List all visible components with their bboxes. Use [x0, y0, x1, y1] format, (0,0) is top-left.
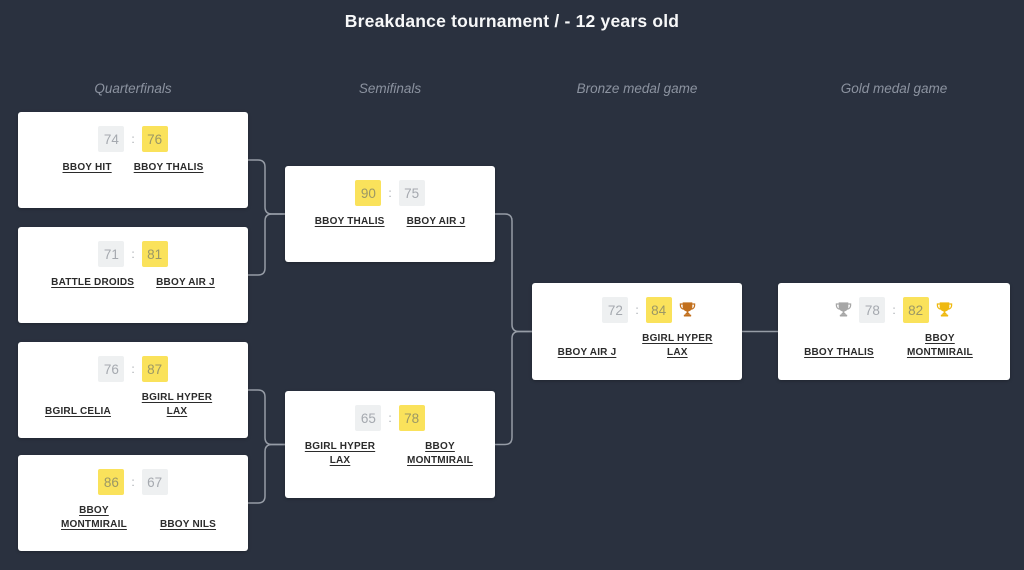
score-player1: 76	[98, 356, 125, 382]
score-row: 72 : 84	[532, 297, 742, 323]
name-row: BBOY HIT BBOY THALIS	[18, 161, 248, 175]
score-player1: 74	[98, 126, 125, 152]
score-separator: :	[131, 132, 135, 146]
player1-name-link[interactable]: BBOY THALIS	[314, 216, 385, 227]
round-header-bronze: Bronze medal game	[576, 81, 698, 96]
score-row: 74 : 76	[18, 126, 248, 152]
player1-name-link[interactable]: BGIRL HYPER LAX	[304, 441, 376, 466]
player2-name-link[interactable]: BBOY NILS	[159, 519, 217, 530]
score-player2: 75	[398, 180, 425, 206]
player1-name-link[interactable]: BBOY HIT	[62, 162, 112, 173]
score-player2: 87	[141, 356, 168, 382]
round-header-semifinals: Semifinals	[358, 81, 422, 96]
player2-name-link[interactable]: BBOY MONTMIRAIL	[407, 441, 473, 466]
score-row: 86 : 67	[18, 469, 248, 495]
score-player2: 81	[141, 241, 168, 267]
name-row: BGIRL HYPER LAX BBOY MONTMIRAIL	[285, 440, 495, 468]
score-separator: :	[131, 475, 135, 489]
player2-name-link[interactable]: BBOY THALIS	[133, 162, 204, 173]
score-player2: 67	[141, 469, 168, 495]
score-player1: 71	[98, 241, 125, 267]
player1-name-link[interactable]: BBOY THALIS	[804, 347, 874, 358]
match-card-sf2: 65 : 78 BGIRL HYPER LAX BBOY MONTMIRAIL	[285, 391, 495, 498]
name-row: BBOY MONTMIRAIL BBOY NILS	[18, 504, 248, 532]
player1-name-link[interactable]: BATTLE DROIDS	[51, 277, 135, 288]
score-player1: 86	[98, 469, 125, 495]
round-header-quarterfinals: Quarterfinals	[94, 81, 172, 96]
score-row: 90 : 75	[285, 180, 495, 206]
player2-name-link[interactable]: BBOY MONTMIRAIL	[906, 333, 973, 358]
score-row: 76 : 87	[18, 356, 248, 382]
score-player2: 82	[902, 297, 929, 323]
name-row: BBOY THALIS BBOY AIR J	[285, 215, 495, 229]
player1-name-link[interactable]: BBOY MONTMIRAIL	[61, 505, 127, 530]
score-player1: 72	[602, 297, 629, 323]
score-player1: 78	[859, 297, 886, 323]
name-row: BBOY THALIS BBOY MONTMIRAIL	[778, 332, 1010, 360]
player2-name-link[interactable]: BBOY AIR J	[406, 216, 466, 227]
match-card-qf3: 76 : 87 BGIRL CELIA BGIRL HYPER LAX	[18, 342, 248, 438]
round-header-gold: Gold medal game	[840, 81, 948, 96]
player1-name-link[interactable]: BBOY AIR J	[557, 347, 617, 358]
match-card-qf2: 71 : 81 BATTLE DROIDS BBOY AIR J	[18, 227, 248, 323]
score-player2: 84	[645, 297, 672, 323]
score-separator: :	[892, 303, 896, 317]
match-card-qf4: 86 : 67 BBOY MONTMIRAIL BBOY NILS	[18, 455, 248, 551]
score-row: 78 : 82	[778, 297, 1010, 323]
player1-name-link[interactable]: BGIRL CELIA	[45, 406, 111, 417]
player2-name-link[interactable]: BGIRL HYPER LAX	[642, 333, 713, 358]
match-card-bronze: 72 : 84 BBOY AIR J BGIRL HYPER LAX	[532, 283, 742, 380]
score-player2: 78	[398, 405, 425, 431]
score-player2: 76	[141, 126, 168, 152]
score-separator: :	[388, 411, 392, 425]
score-player1: 65	[355, 405, 382, 431]
player2-name-link[interactable]: BBOY AIR J	[156, 277, 215, 288]
match-card-gold: 78 : 82 BBOY THALIS BBOY MONTMIRAIL	[778, 283, 1010, 380]
page-title: Breakdance tournament / - 12 years old	[344, 11, 680, 31]
score-player1: 90	[355, 180, 382, 206]
score-separator: :	[131, 362, 135, 376]
player2-name-link[interactable]: BGIRL HYPER LAX	[141, 392, 213, 417]
match-card-sf1: 90 : 75 BBOY THALIS BBOY AIR J	[285, 166, 495, 262]
gold-trophy-icon	[936, 302, 953, 317]
name-row: BATTLE DROIDS BBOY AIR J	[18, 276, 248, 290]
score-separator: :	[388, 186, 392, 200]
match-card-qf1: 74 : 76 BBOY HIT BBOY THALIS	[18, 112, 248, 208]
bronze-trophy-icon	[679, 302, 696, 317]
score-row: 71 : 81	[18, 241, 248, 267]
silver-trophy-icon	[835, 302, 852, 317]
name-row: BGIRL CELIA BGIRL HYPER LAX	[18, 391, 248, 419]
score-separator: :	[131, 247, 135, 261]
score-separator: :	[635, 303, 639, 317]
name-row: BBOY AIR J BGIRL HYPER LAX	[532, 332, 742, 360]
score-row: 65 : 78	[285, 405, 495, 431]
